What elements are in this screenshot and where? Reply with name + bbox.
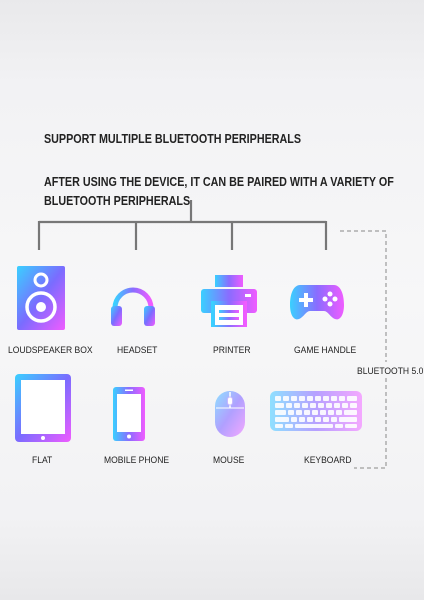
tablet-icon	[15, 374, 71, 442]
device-label-game-handle: GAME HANDLE	[294, 345, 357, 356]
mouse-icon	[215, 391, 245, 437]
bluetooth-version-label: BLUETOOTH 5.0	[357, 366, 424, 377]
loudspeaker-icon	[17, 266, 65, 330]
phone-icon	[113, 387, 145, 441]
device-label-loudspeaker: LOUDSPEAKER BOX	[8, 345, 93, 356]
description-line-1: AFTER USING THE DEVICE, IT CAN BE PAIRED…	[44, 175, 394, 189]
device-label-keyboard: KEYBOARD	[304, 455, 352, 466]
printer-icon	[201, 275, 257, 327]
page-heading: SUPPORT MULTIPLE BLUETOOTH PERIPHERALS	[44, 132, 302, 146]
device-label-flat: FLAT	[32, 455, 53, 466]
device-label-mobile-phone: MOBILE PHONE	[104, 455, 170, 466]
device-label-headset: HEADSET	[117, 345, 158, 356]
gamepad-icon	[290, 285, 344, 320]
headset-icon	[111, 287, 155, 326]
description-line-2: BLUETOOTH PERIPHERALS	[44, 194, 191, 208]
keyboard-icon	[270, 391, 362, 431]
device-label-mouse: MOUSE	[213, 455, 245, 466]
device-label-printer: PRINTER	[213, 345, 251, 356]
